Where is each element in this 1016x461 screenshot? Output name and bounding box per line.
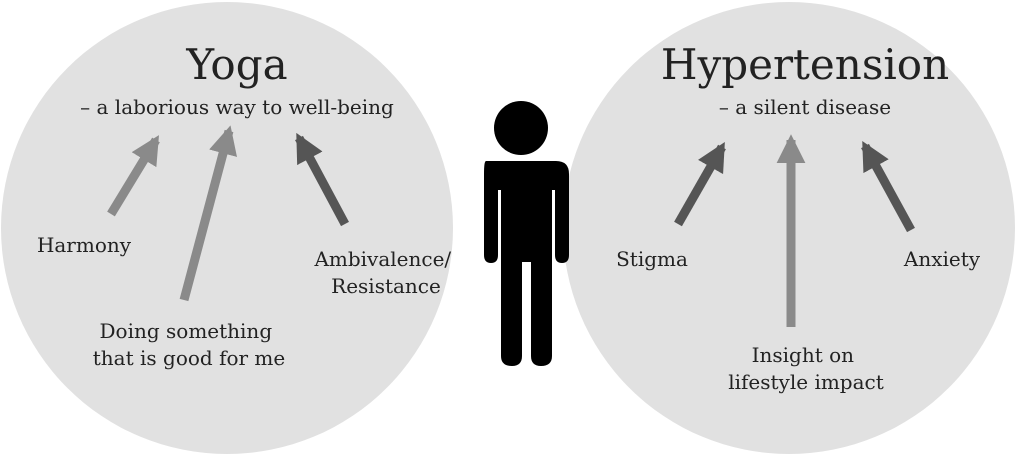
factor-label-harmony: Harmony (37, 233, 132, 257)
hypertension-title: Hypertension (661, 40, 949, 89)
hypertension-subtitle: – a silent disease (719, 95, 891, 119)
person-body (484, 161, 569, 366)
hypertension-circle-group: Hypertension – a silent disease Stigma I… (563, 2, 1015, 454)
yoga-title: Yoga (185, 40, 287, 89)
person-icon (484, 101, 569, 366)
anxiety-arrow (861, 140, 915, 233)
factor-label-anxiety: Anxiety (903, 247, 981, 271)
stigma-arrow (674, 141, 726, 227)
doing-good-arrow (179, 125, 237, 302)
yoga-circle-group: Yoga – a laborious way to well-being Har… (1, 2, 457, 454)
factor-label-doing-good: Doing something that is good for me (93, 319, 285, 370)
factor-label-stigma: Stigma (616, 247, 688, 271)
factor-label-insight: Insight on lifestyle impact (728, 343, 884, 394)
person-head (494, 101, 548, 155)
yoga-subtitle: – a laborious way to well-being (80, 95, 394, 119)
harmony-arrow (107, 135, 160, 217)
ambivalence-arrow (295, 132, 349, 227)
factor-label-ambivalence: Ambivalence/ Resistance (313, 247, 457, 298)
yoga-circle (1, 2, 453, 454)
